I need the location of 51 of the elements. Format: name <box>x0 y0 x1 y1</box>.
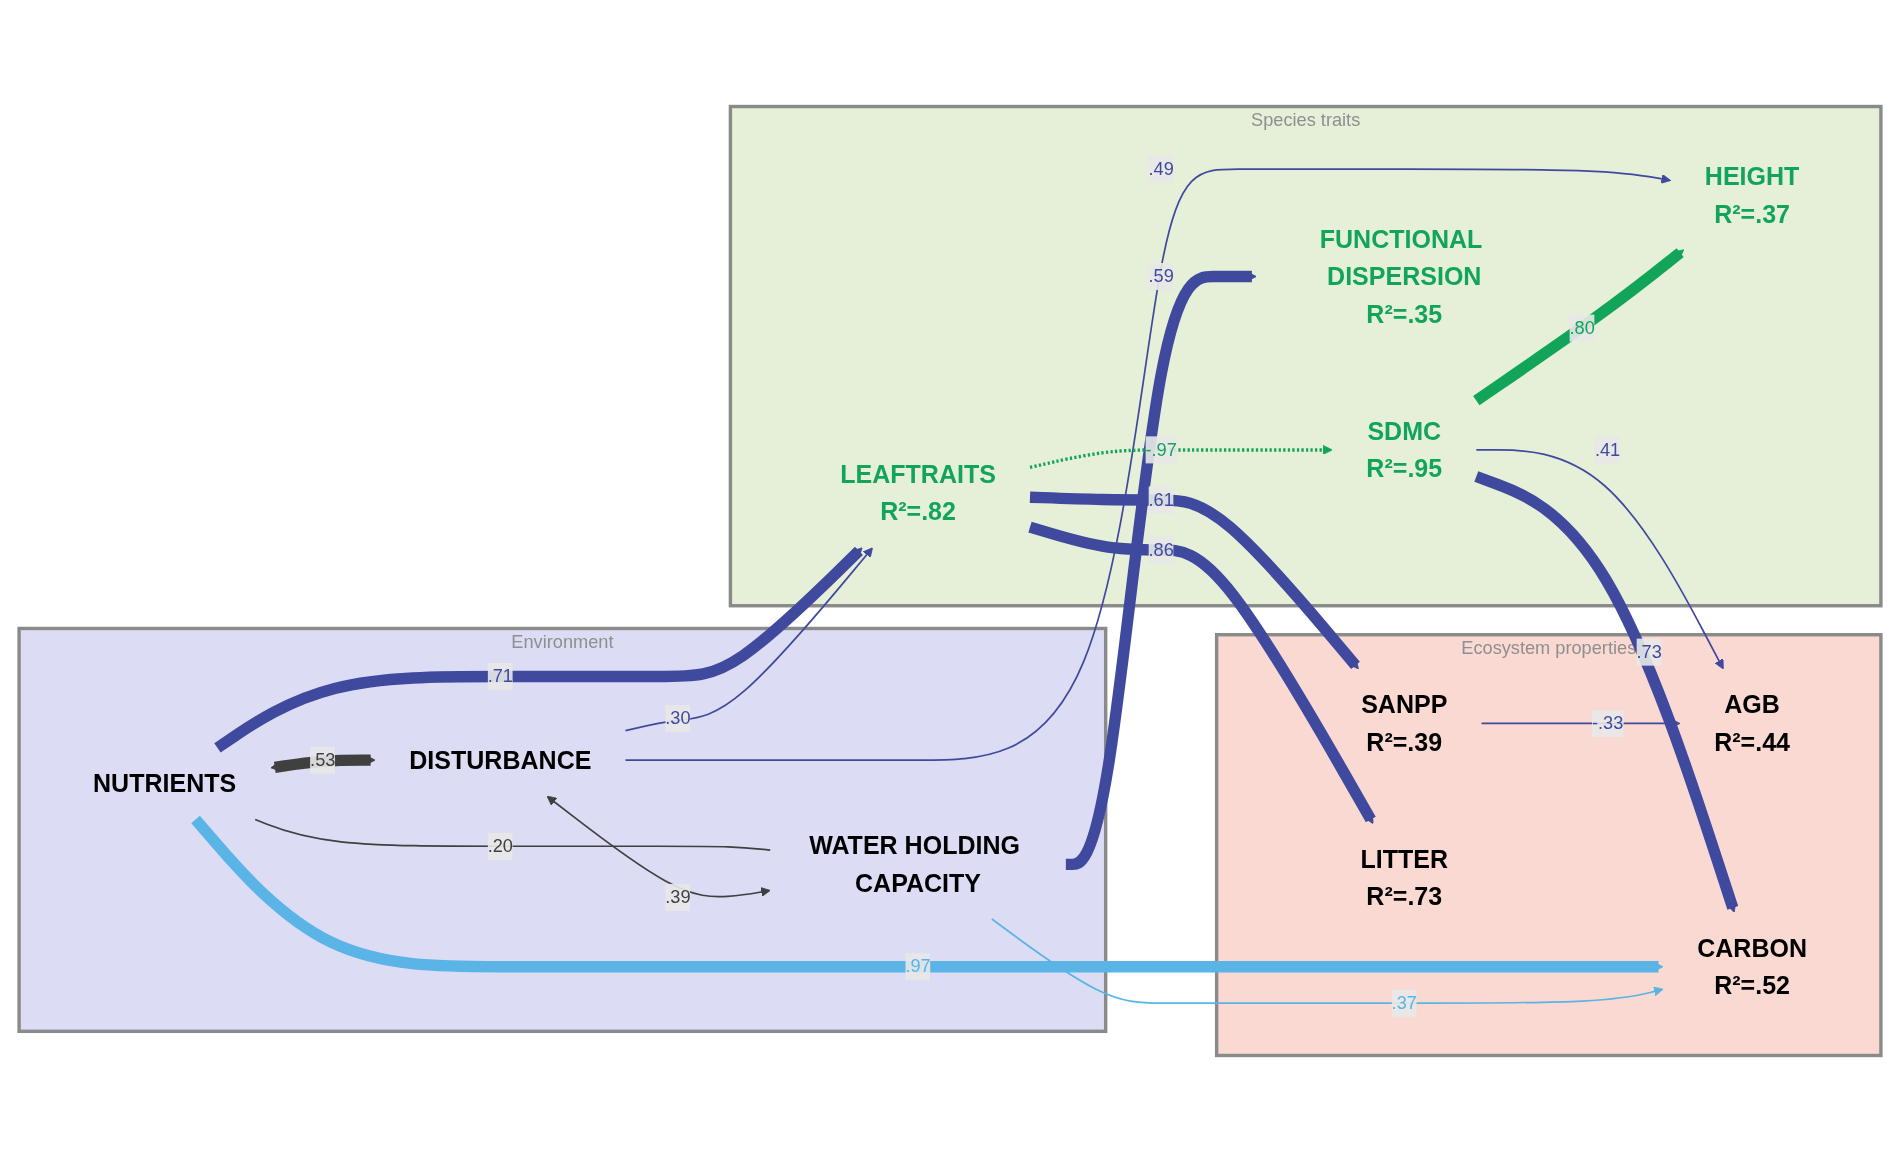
cluster <box>1214 632 1883 1057</box>
arrow <box>1473 470 1738 913</box>
cluster <box>16 626 1107 1033</box>
node-label: R²=.52 <box>1713 970 1790 1000</box>
edge-label: .30 <box>664 707 691 727</box>
arrow <box>990 917 1663 1004</box>
edge-label: .49 <box>1148 158 1174 178</box>
edge-label: .39 <box>664 886 691 907</box>
node-text: SANPP <box>1360 689 1447 719</box>
node-text: LEAFTRAITS <box>839 459 996 489</box>
arrow <box>213 546 863 753</box>
node-label: R²=.44 <box>1713 727 1790 756</box>
node-text: CARBON <box>1696 933 1807 962</box>
edge-label: .41 <box>1594 439 1620 459</box>
node-label: R²=.95 <box>1365 453 1442 483</box>
arrow <box>1029 444 1333 469</box>
node-text: WATER HOLDING CAPACITY <box>808 830 1020 897</box>
edge-label: .73 <box>1636 641 1662 661</box>
arrow <box>190 815 1663 972</box>
edge-label: .53 <box>309 749 335 769</box>
edge-label: .59 <box>1148 265 1174 286</box>
edge-label: -.33 <box>1591 712 1623 733</box>
node-label: R²=.37 <box>1713 199 1790 228</box>
connector <box>253 818 771 851</box>
cluster <box>728 104 1883 607</box>
node-label: R²=.73 <box>1365 882 1442 911</box>
arrow <box>624 546 873 731</box>
arrow <box>1029 491 1360 669</box>
edge-label: -.97 <box>1144 439 1177 459</box>
node-text: SDMC <box>1366 416 1441 445</box>
edge-label: .71 <box>487 665 513 686</box>
edge-label: .86 <box>1148 539 1174 559</box>
edge-label: .20 <box>487 835 513 855</box>
node-text: LITTER <box>1359 844 1448 874</box>
arrow <box>624 167 1671 761</box>
edge-label: .61 <box>1148 489 1174 509</box>
node-text: DISTURBANCE <box>408 745 591 774</box>
node-label: R²=.82 <box>879 497 956 526</box>
node-label: R²=.35 <box>1365 299 1442 328</box>
arrow <box>1474 448 1724 669</box>
arrow <box>1027 521 1376 824</box>
node-text: NUTRIENTS <box>92 768 236 798</box>
node-text: FUNCTIONAL DISPERSION <box>1319 224 1482 291</box>
node-text: AGB <box>1723 689 1780 719</box>
arrow <box>546 795 771 898</box>
arrow <box>1472 247 1684 405</box>
node-label: R²=.39 <box>1365 727 1442 756</box>
edge-label: .80 <box>1568 317 1595 337</box>
node-text: HEIGHT <box>1704 161 1799 191</box>
edge-label: .97 <box>904 956 931 976</box>
edge-label: .37 <box>1391 992 1417 1012</box>
